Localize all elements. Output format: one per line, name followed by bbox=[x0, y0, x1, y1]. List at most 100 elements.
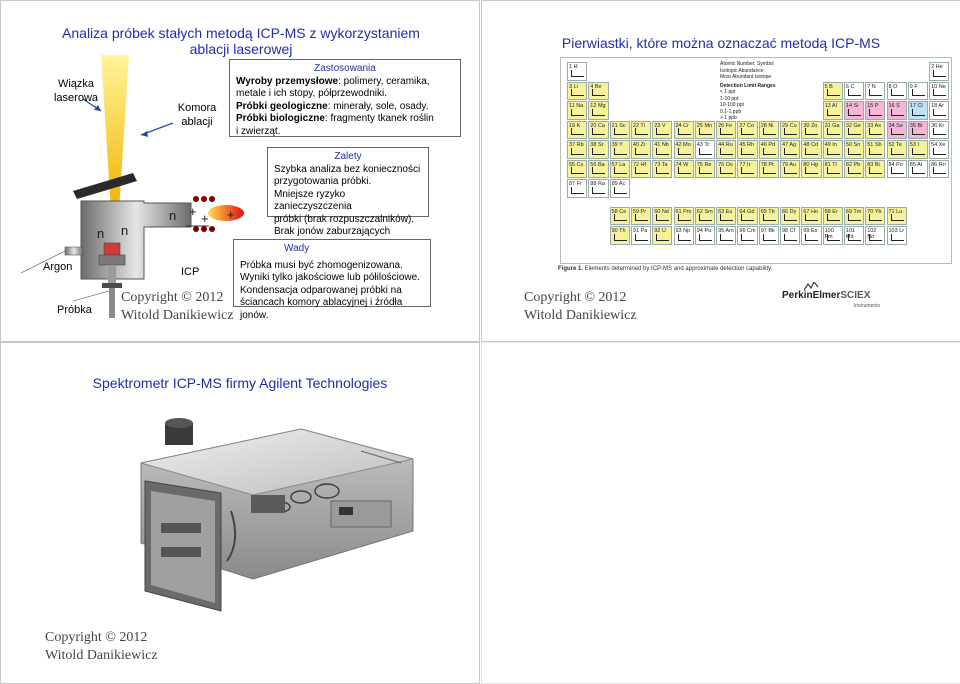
logo-mark bbox=[803, 279, 820, 291]
element-symbol: 86 Rn bbox=[931, 161, 946, 168]
element-symbol: 31 Ga bbox=[824, 122, 840, 129]
element-cell-nb: 41 Nb bbox=[652, 140, 673, 159]
element-cell-re: 75 Re bbox=[694, 159, 716, 178]
isotope-bars bbox=[933, 128, 947, 135]
element-symbol: 41 Nb bbox=[654, 142, 669, 148]
isotope-bars bbox=[911, 128, 925, 135]
element-symbol: 4 Be bbox=[590, 83, 602, 90]
isotope-bars bbox=[592, 89, 606, 96]
element-cell-se: 34 Se bbox=[886, 120, 907, 139]
applications-line3-bold: Próbki geologiczne bbox=[236, 100, 328, 112]
isotope-bars bbox=[698, 147, 712, 155]
element-symbol: 82 Pb bbox=[845, 161, 861, 168]
element-cell-am: 95 Am bbox=[716, 226, 737, 245]
laser-label-line2: laserowa bbox=[53, 92, 99, 104]
isotope-bars bbox=[592, 128, 606, 135]
element-symbol: 18 Ar bbox=[931, 103, 944, 109]
advantages-line1: Szybka analiza bez konieczności bbox=[274, 163, 421, 175]
element-symbol: 14 Si bbox=[845, 103, 859, 109]
element-cell-sb: 51 Sb bbox=[865, 140, 886, 159]
element-cell-at: 85 At bbox=[907, 159, 929, 178]
isotope-bars bbox=[933, 108, 947, 116]
isotope-bars bbox=[592, 108, 606, 116]
element-symbol: 44 Ru bbox=[718, 142, 733, 148]
legend-line1: Atomic Number, Symbol bbox=[720, 61, 774, 67]
isotope-bars bbox=[869, 108, 883, 116]
element-symbol: 60 Nd bbox=[654, 208, 669, 215]
isotope-bars bbox=[805, 167, 819, 174]
element-symbol: 3 Li bbox=[569, 83, 578, 90]
isotope-bars bbox=[677, 147, 691, 155]
copyright-line2: Witold Danikiewicz bbox=[45, 648, 158, 663]
legend-range-4: > 1 ppb bbox=[720, 115, 737, 121]
element-cell-li: 3 Li bbox=[567, 81, 588, 100]
element-symbol: 16 S bbox=[888, 103, 900, 109]
applications-line1: Wyroby przemysłowe: polimery, ceramika, bbox=[236, 76, 454, 89]
isotope-bars bbox=[826, 128, 840, 135]
slide1-title-line2: ablacji laserowej bbox=[189, 41, 293, 57]
element-cell-s: 16 S bbox=[886, 101, 907, 120]
element-cell-ar: 18 Ar bbox=[929, 101, 950, 120]
element-symbol: 38 Sr bbox=[590, 142, 604, 148]
coil-dots bbox=[193, 196, 215, 232]
isotope-bars bbox=[656, 214, 670, 221]
element-symbol: 2 He bbox=[931, 64, 943, 70]
isotope-bars bbox=[869, 147, 883, 155]
isotope-bars bbox=[571, 147, 584, 155]
slide-laser-ablation: Analiza próbek stałych metodą ICP-MS z w… bbox=[0, 0, 480, 342]
element-symbol: 57 La bbox=[611, 161, 626, 168]
element-cell-no: 102 No bbox=[865, 226, 886, 245]
particle-plus2: + bbox=[201, 211, 209, 226]
element-symbol: 40 Zr bbox=[632, 142, 646, 148]
element-cell-zn: 30 Zn bbox=[801, 120, 822, 139]
element-symbol: 72 Hf bbox=[632, 161, 647, 168]
element-cell-hg: 80 Hg bbox=[801, 159, 822, 178]
element-cell-sr: 38 Sr bbox=[588, 140, 609, 159]
element-cell-xe: 54 Xe bbox=[929, 140, 950, 159]
isotope-bars bbox=[613, 167, 627, 174]
isotope-bars bbox=[656, 147, 670, 155]
disadvantages-line3: Kondensacja odparowanej próbki na bbox=[240, 284, 402, 296]
element-cell-ne: 10 Ne bbox=[929, 81, 950, 100]
slide1-copyright: Copyright © 2012 Witold Danikiewicz bbox=[121, 289, 234, 325]
element-symbol: 90 Th bbox=[611, 228, 626, 234]
element-symbol: 13 Al bbox=[824, 103, 837, 109]
element-cell-ni: 28 Ni bbox=[758, 120, 779, 139]
element-symbol: 29 Cu bbox=[782, 122, 797, 129]
element-symbol: 69 Tm bbox=[845, 208, 862, 215]
element-cell-lr: 103 Lr bbox=[886, 226, 907, 245]
applications-box: Zastosowania Wyroby przemysłowe: polimer… bbox=[229, 59, 461, 137]
isotope-bars bbox=[890, 147, 904, 155]
element-cell-p: 15 P bbox=[865, 101, 886, 120]
isotope-bars bbox=[741, 233, 755, 241]
element-cell-fm: 100 Fm bbox=[822, 226, 843, 245]
perkinelmer-logo: PerkinElmerSCIEX Instruments bbox=[782, 280, 912, 309]
element-cell-in: 49 In bbox=[822, 140, 843, 159]
isotope-bars bbox=[826, 89, 840, 96]
isotope-bars bbox=[592, 186, 606, 194]
legend-range-1: 1-10 ppt bbox=[720, 95, 739, 102]
element-cell-h: 1 H bbox=[567, 62, 588, 81]
isotope-bars bbox=[571, 186, 584, 194]
isotope-bars bbox=[741, 167, 755, 174]
element-cell-fr: 87 Fr bbox=[567, 179, 588, 198]
figure-caption: Figure 1. Elements determined by ICP-MS … bbox=[558, 266, 772, 272]
element-cell-er: 68 Er bbox=[822, 206, 843, 225]
element-cell-os: 76 Os bbox=[716, 159, 737, 178]
copyright-line2: Witold Danikiewicz bbox=[121, 308, 234, 323]
element-cell-sn: 50 Sn bbox=[843, 140, 865, 159]
element-cell-mo: 42 Mo bbox=[673, 140, 694, 159]
isotope-bars bbox=[656, 233, 670, 241]
element-cell-pu: 94 Pu bbox=[694, 226, 716, 245]
logo-sciex: SCIEX bbox=[840, 290, 871, 301]
element-symbol: 56 Ba bbox=[590, 161, 605, 168]
isotope-bars bbox=[847, 233, 861, 241]
figure-caption-bold: Figure 1. bbox=[558, 266, 584, 272]
copyright-line1: Copyright © 2012 bbox=[121, 290, 224, 305]
disadvantages-line4: ściancach komory ablacyjnej i źródła jon… bbox=[240, 297, 403, 321]
element-cell-bi: 83 Bi bbox=[865, 159, 886, 178]
element-symbol: 42 Mo bbox=[675, 142, 691, 148]
element-cell-ge: 32 Ge bbox=[843, 120, 865, 139]
periodic-legend: Atomic Number, Symbol Isotopic Abundance… bbox=[720, 61, 800, 122]
isotope-bars bbox=[613, 233, 627, 241]
